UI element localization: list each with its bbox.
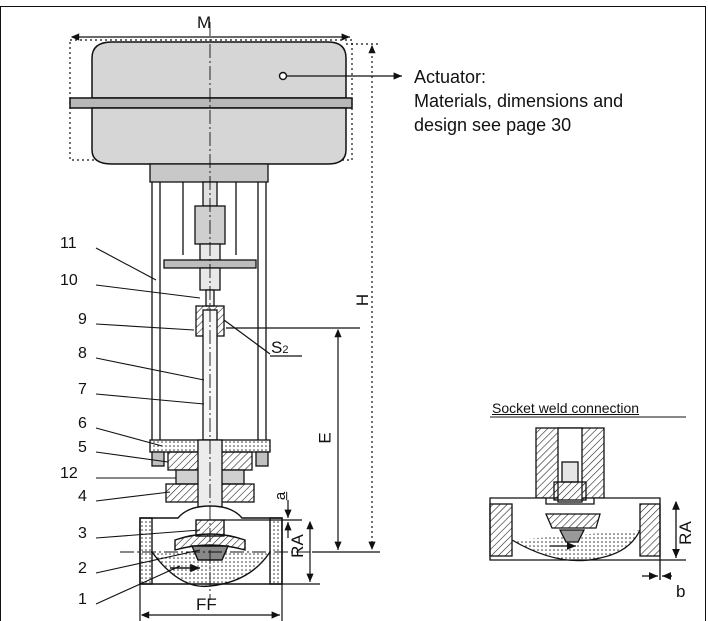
label-s2-sub: 2 <box>282 344 289 356</box>
drawing-frame <box>0 6 706 621</box>
part-number-3: 3 <box>78 525 87 542</box>
detail-label-ra: RA <box>675 521 695 545</box>
actuator-housing <box>69 41 353 183</box>
label-e: E <box>315 432 335 444</box>
label-s2: S2 <box>271 338 289 358</box>
dimension-a-ra <box>224 500 320 585</box>
yoke-columns <box>151 182 267 440</box>
part-number-2: 2 <box>78 560 87 577</box>
s2-leader <box>223 319 271 355</box>
detail-title: Socket weld connection <box>492 400 640 416</box>
part-leaders <box>95 247 205 605</box>
label-h: H <box>353 293 373 307</box>
part-number-5: 5 <box>78 439 87 456</box>
part-number-6: 6 <box>78 415 87 432</box>
dimension-e <box>226 327 360 550</box>
socket-weld-detail <box>489 416 686 580</box>
part-number-4: 4 <box>78 488 87 505</box>
part-number-1: 1 <box>78 591 87 608</box>
part-number-9: 9 <box>78 311 87 328</box>
dimension-h <box>312 43 380 553</box>
actuator-note-line2: Materials, dimensions and <box>414 91 624 111</box>
part-number-11: 11 <box>60 235 77 252</box>
label-ra: RA <box>287 534 307 558</box>
label-ff: FF <box>196 595 217 614</box>
part-number-7: 7 <box>78 381 87 398</box>
part-number-12: 12 <box>60 465 78 482</box>
label-m: M <box>197 13 212 32</box>
part-number-10: 10 <box>60 272 78 289</box>
valve-body <box>139 505 283 588</box>
detail-label-b: b <box>676 582 686 601</box>
actuator-note-line3: design see page 30 <box>414 115 572 135</box>
actuator-note-line1: Actuator: <box>414 67 487 87</box>
label-s2-main: S <box>271 338 283 357</box>
label-a: a <box>272 491 290 501</box>
dimension-ff <box>139 584 283 621</box>
part-number-8: 8 <box>78 345 87 362</box>
